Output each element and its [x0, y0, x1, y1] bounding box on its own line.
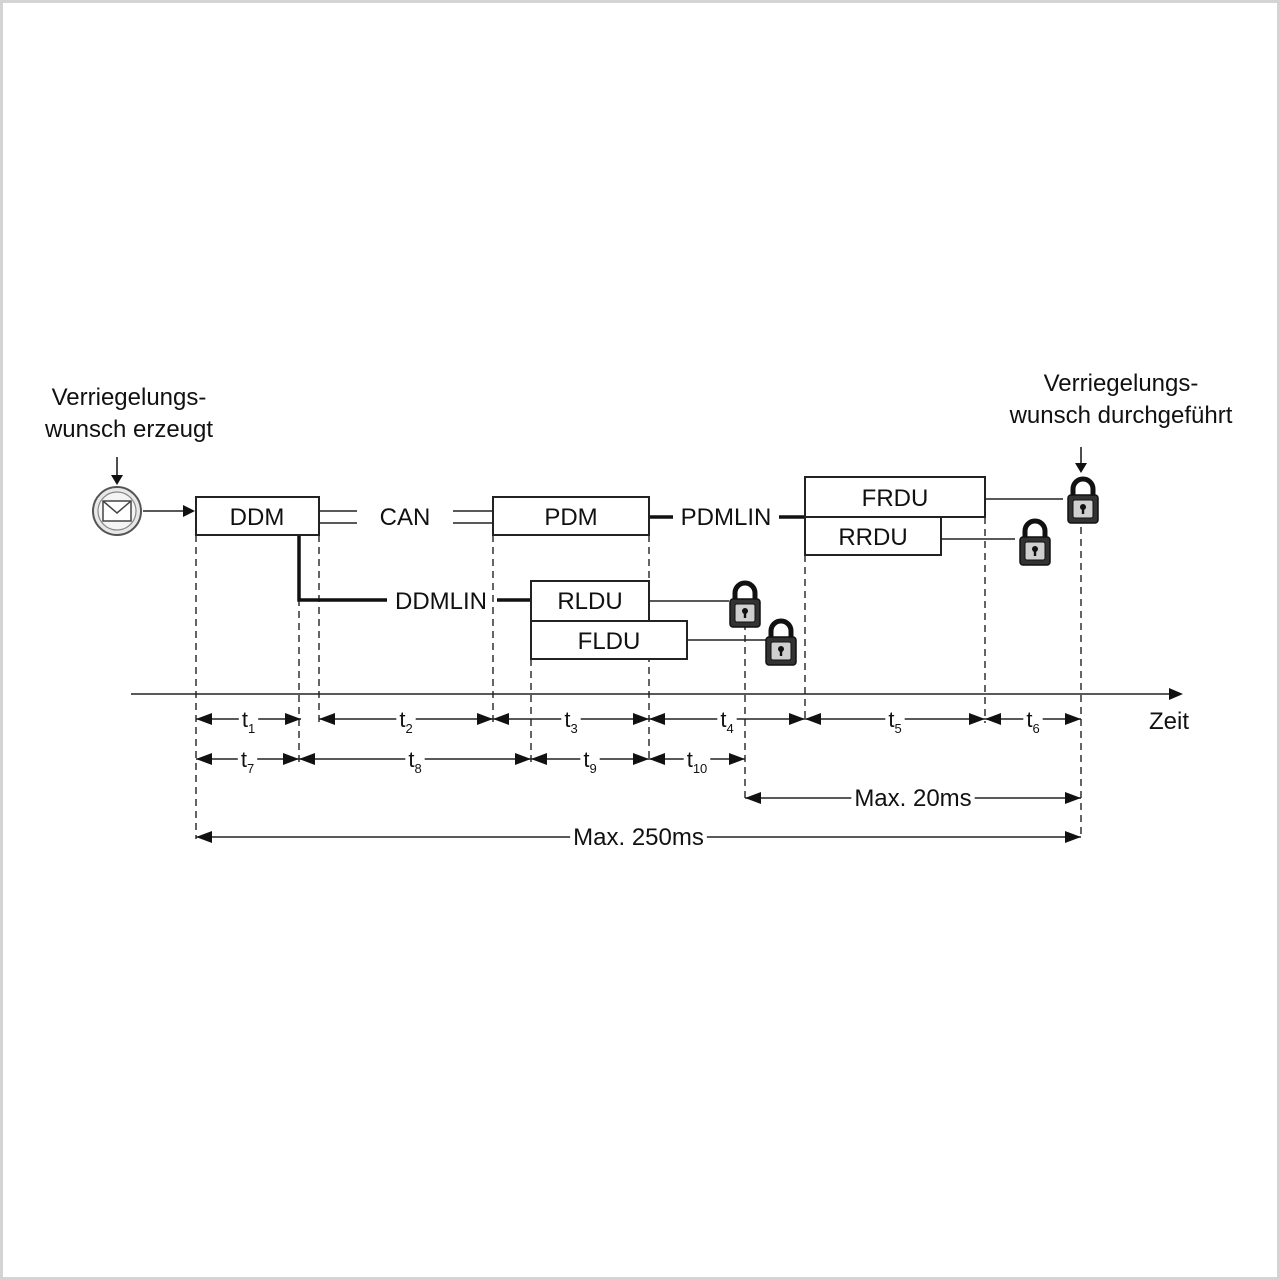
rrdu-padlock-icon: [1020, 521, 1050, 565]
end-annotation-line2: wunsch durchgeführt: [1009, 402, 1233, 429]
frdu-label: FRDU: [862, 485, 929, 512]
interval-t9-label: t9: [583, 747, 596, 776]
frdu-node: FRDU: [804, 476, 986, 518]
interval-t10-label: t10: [687, 747, 708, 776]
guide-lines: [195, 517, 1082, 839]
ddm-label: DDM: [230, 504, 285, 531]
interval-t7-label: t7: [241, 747, 254, 776]
interval-t4: t4: [649, 707, 805, 736]
rrdu-label: RRDU: [838, 524, 907, 551]
time-axis-label: Zeit: [1149, 708, 1189, 735]
interval-t1-label: t1: [242, 707, 255, 736]
interval-t5: t5: [805, 707, 985, 736]
interval-t6-label: t6: [1026, 707, 1039, 736]
envelope-arrow-head: [183, 505, 195, 517]
rldu-label: RLDU: [557, 588, 622, 615]
time-axis-arrow: [1169, 688, 1183, 700]
limit-max-250ms: Max. 250ms: [196, 824, 1081, 851]
interval-t7: t7: [196, 747, 299, 776]
ddmlin-label: DDMLIN: [395, 588, 487, 615]
pdmlin-label: PDMLIN: [681, 504, 772, 531]
interval-t8-label: t8: [408, 747, 421, 776]
interval-t1: t1: [196, 707, 301, 736]
fldu-padlock-icon: [766, 621, 796, 665]
frdu-padlock-icon: [1068, 479, 1098, 523]
rldu-node: RLDU: [530, 580, 650, 622]
fldu-node: FLDU: [530, 620, 688, 660]
interval-t9: t9: [531, 747, 649, 776]
diagram-canvas: Verriegelungs- wunsch erzeugt Verriegelu…: [44, 370, 1233, 851]
start-annotation-line1: Verriegelungs-: [52, 384, 207, 411]
ddmlin-line-left: [297, 535, 387, 602]
rldu-padlock-icon: [730, 583, 760, 627]
interval-t2-label: t2: [399, 707, 412, 736]
rrdu-node: RRDU: [804, 516, 942, 556]
interval-t6: t6: [985, 707, 1081, 736]
interval-t4-label: t4: [720, 707, 733, 736]
envelope-icon: [92, 486, 142, 536]
can-label: CAN: [380, 504, 431, 531]
pdm-label: PDM: [544, 504, 597, 531]
start-annotation-line2: wunsch erzeugt: [44, 416, 213, 443]
limit-max-250ms-label: Max. 250ms: [573, 824, 704, 851]
pdm-node: PDM: [492, 496, 650, 536]
end-arrow-head: [1075, 463, 1087, 473]
interval-t3: t3: [493, 707, 649, 736]
limit-max-20ms-label: Max. 20ms: [854, 785, 971, 812]
ddm-node: DDM: [195, 496, 320, 536]
start-arrow-head: [111, 475, 123, 485]
limit-max-20ms: Max. 20ms: [745, 785, 1081, 812]
interval-t3-label: t3: [564, 707, 577, 736]
end-annotation-line1: Verriegelungs-: [1044, 370, 1199, 397]
interval-t10: t10: [649, 747, 745, 776]
interval-t8: t8: [299, 747, 531, 776]
fldu-label: FLDU: [578, 628, 641, 655]
interval-t2: t2: [319, 707, 493, 736]
interval-t5-label: t5: [888, 707, 901, 736]
